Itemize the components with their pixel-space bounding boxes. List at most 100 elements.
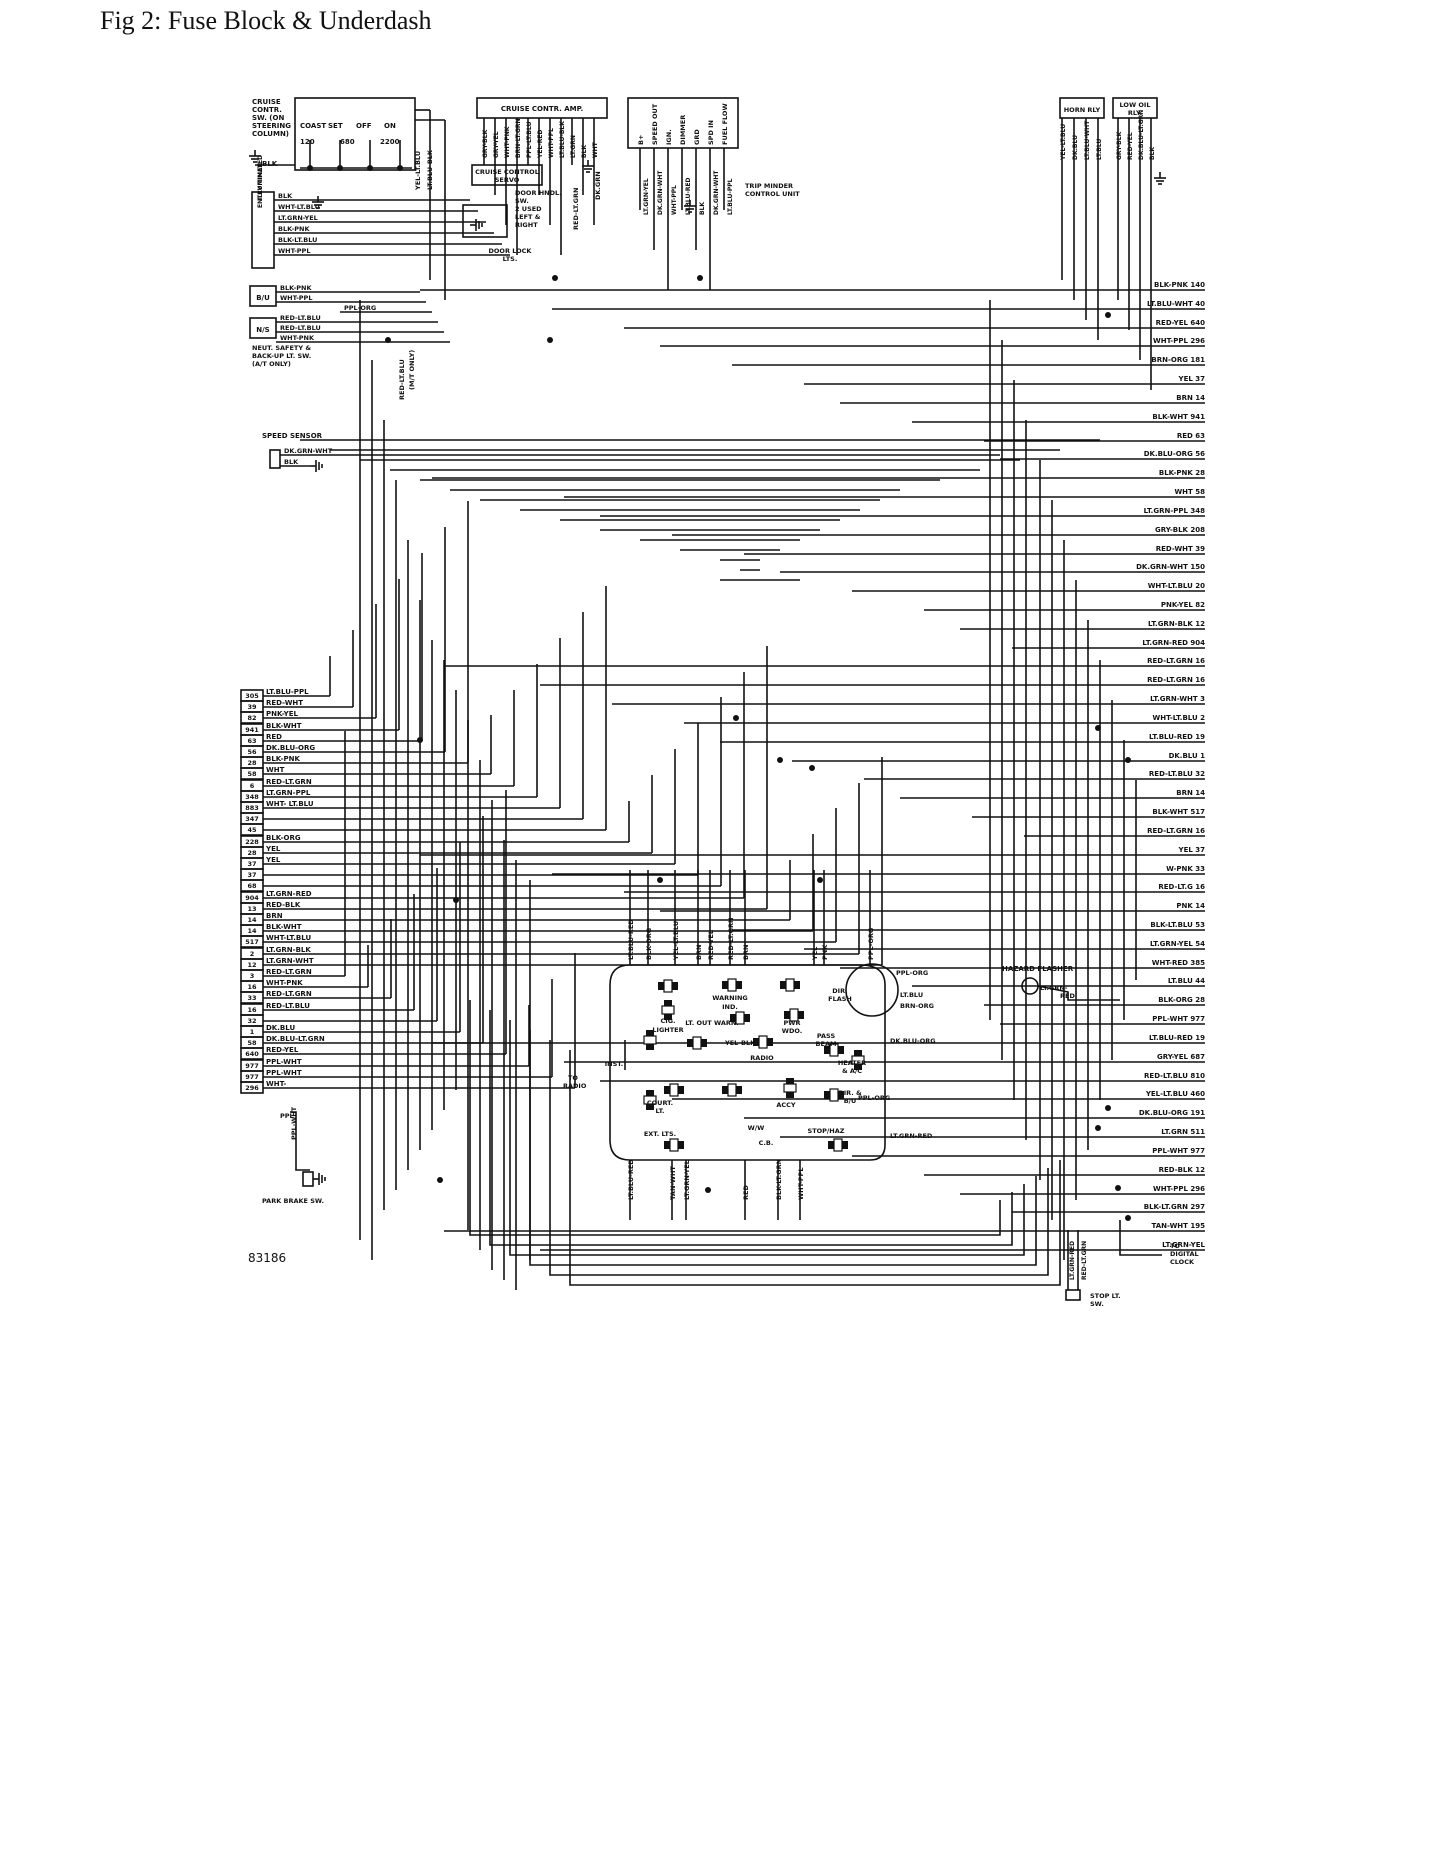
connector-pin-number: 39 (247, 703, 257, 711)
horn-relay-box (1059, 97, 1105, 119)
fuse-icon (833, 1138, 843, 1152)
connector-pin-number: 883 (245, 804, 259, 812)
digital-clock-label: TO (1170, 1242, 1180, 1250)
trip-pin-label: B+ (637, 135, 645, 145)
connector-wire-label: BRN 14 (1176, 789, 1205, 797)
connector-pin-number: 68 (247, 882, 257, 890)
wire-label: BLK (1149, 147, 1156, 160)
wire-label: BLK (699, 202, 706, 215)
connector-wire-label: RED-LT.BLU 810 (1144, 1072, 1205, 1080)
connector-wire-label: BRN (266, 912, 283, 920)
fuse-block-label: RADIO (750, 1054, 774, 1062)
connector-wire-label: WHT-RED 385 (1152, 959, 1205, 967)
fuse-block-label: WARNING (712, 994, 748, 1002)
wire-label: GRY-BLK (482, 129, 489, 158)
wire-label: WHT (592, 141, 599, 158)
wire-label: DK.BLU (1072, 135, 1079, 160)
wire-label: WHT-PNK (280, 334, 315, 342)
splice-dot (697, 275, 703, 281)
connector-cavity (240, 1081, 264, 1094)
fuse-wire-label: RED-YEL (707, 930, 715, 960)
wire-label: GRY-BLK (1116, 131, 1123, 160)
fuse-block-label: EXT. LTS. (644, 1130, 676, 1138)
switch-position-label: COAST (300, 122, 326, 130)
wire-label: LT.BLU-WHT (1084, 120, 1091, 160)
to-radio-label: RADIO (563, 1082, 587, 1090)
connector-pin-number: 3 (250, 972, 255, 980)
connector-wire-label: YEL (265, 856, 281, 864)
connector-wire-label: RED 63 (1177, 432, 1205, 440)
connector-wire-label: WHT (266, 766, 285, 774)
connector-wire-label: RED-YEL (266, 1046, 299, 1054)
splice-dot (1115, 1185, 1121, 1191)
fuse-wire-label: LT.BLU (900, 991, 923, 999)
connector-wire-label: LT.GRN-YEL 54 (1150, 940, 1205, 948)
wire-label: WHT-PPL (671, 185, 678, 215)
door-handle-label: 2 USED (515, 205, 542, 213)
connector-wire-label: LT.BLU 44 (1168, 977, 1205, 985)
connector-wire-label: LT.GRN-WHT (266, 957, 314, 965)
wire-label: WHT-PPL (278, 247, 310, 255)
wire-label: BLK (262, 160, 278, 168)
fuse-icon (663, 979, 673, 993)
wire-label: PPL-LT.BLU (526, 121, 533, 158)
wire-label: PPL (280, 1112, 294, 1120)
wire-label: WHT-PPL (280, 294, 312, 302)
connector-wire-label: RED-LT.G 16 (1158, 883, 1205, 891)
wire (489, 1010, 1013, 1246)
neutral-safety-label: BACK-UP LT. SW. (252, 352, 311, 360)
connector-wire-label: LT.GRN-RED 904 (1142, 639, 1205, 647)
connector-wire-label: WHT- (266, 1080, 286, 1088)
connector-wire-label: W-PNK 33 (1166, 865, 1205, 873)
connector-wire-label: DK.BLU-ORG 191 (1139, 1109, 1205, 1117)
fuse-wire-label: BRN-ORG (900, 1002, 934, 1010)
connector-pin-number: 2 (250, 950, 255, 958)
connector-wire-label: PPL-WHT (266, 1069, 302, 1077)
wire-label: RED-LT.BLU (280, 324, 321, 332)
fuse-wire-label: PPL-ORG (896, 969, 928, 977)
connector-pin-number: 14 (247, 927, 257, 935)
splice-dot (1105, 312, 1111, 318)
connector-pin-number: 28 (247, 849, 257, 857)
connector-wire-label: LT.GRN-YEL (1162, 1241, 1205, 1249)
connector-wire-label: RED-LT.BLU (266, 1002, 310, 1010)
wire-label: BLK (278, 192, 293, 200)
door-handle-label: RIGHT (515, 221, 538, 229)
switch-position-label: OFF (356, 122, 372, 130)
trip-pin-label: GRD (693, 129, 701, 145)
wire (290, 1111, 310, 1171)
fuse-wire-label: PPL-ORG (858, 1094, 890, 1102)
fuse-block-label: B/U (844, 1097, 857, 1105)
fuse-wire-label: BLK-ORG (645, 928, 653, 960)
wire-label: DK.GRN (594, 171, 602, 200)
fuse-block-label: DIR. (832, 987, 847, 995)
connector-wire-label: WHT-PNK (266, 979, 303, 987)
trip-pin-label: FUEL FLOW (721, 103, 729, 145)
connector-cavity (240, 767, 264, 780)
connector-pin-number: 16 (247, 983, 257, 991)
connector-wire-label: PPL-WHT 977 (1152, 1147, 1205, 1155)
fuse-icon (727, 978, 737, 992)
trip-minder-box (627, 97, 739, 149)
cruise-amp-label: CRUISE CONTR. AMP. (501, 105, 583, 113)
wire (1119, 1220, 1162, 1256)
connector-wire-label: RED-YEL 640 (1156, 319, 1205, 327)
wire-label: WHT-LT.BLU (278, 203, 320, 211)
connector-pin-number: 56 (247, 748, 257, 756)
connector-cavity (240, 935, 264, 948)
connector-wire-label: LT.BLU-RED 19 (1149, 1034, 1205, 1042)
fuse-wire-label: RED (1060, 992, 1075, 1000)
cruise-switch-label: STEERING (252, 122, 291, 130)
wire-label: LT.GRN-YEL (278, 214, 318, 222)
connector-wire-label: PPL-WHT (266, 1058, 302, 1066)
connector-pin-number: 517 (245, 938, 259, 946)
bu-box (249, 285, 277, 307)
connector-pin-number: 977 (245, 1073, 259, 1081)
resistor-value-label: 2200 (380, 138, 400, 146)
connector-pin-number: 37 (247, 871, 256, 879)
fuse-wire-label: LT.GRN-YEL (683, 1160, 691, 1200)
wire-label: PPL-WHT (290, 1106, 298, 1140)
splice-dot (1125, 1215, 1131, 1221)
fuse-wire-label: LT.BLU-RED (627, 1159, 635, 1200)
